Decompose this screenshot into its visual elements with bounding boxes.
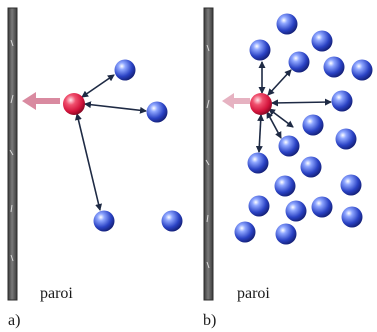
- link-arrow: [74, 113, 103, 211]
- wall-texture-a: [9, 39, 14, 262]
- resultant-force-arrow-b: [222, 93, 250, 109]
- panel-label-b: b): [203, 312, 217, 329]
- link-arrow: [255, 114, 265, 153]
- molecule: [234, 221, 256, 243]
- panel-b: [203, 7, 373, 301]
- wall-b: [203, 7, 214, 301]
- wall-texture-b: [205, 44, 210, 269]
- molecule: [247, 152, 269, 174]
- link-arrow: [268, 108, 294, 128]
- link-arrow: [271, 98, 332, 107]
- molecule: [340, 174, 362, 196]
- molecule: [275, 223, 297, 245]
- molecule: [300, 156, 322, 178]
- molecule: [302, 114, 324, 136]
- molecule: [351, 59, 373, 81]
- molecule: [311, 30, 333, 52]
- molecule: [249, 39, 271, 61]
- molecule: [341, 206, 363, 228]
- molecule: [331, 90, 353, 112]
- molecule: [278, 135, 300, 157]
- molecule: [248, 195, 270, 217]
- molecule: [288, 51, 310, 73]
- wall-label-b: paroi: [237, 285, 270, 302]
- highlighted-molecule-a: [63, 93, 85, 115]
- molecule: [311, 196, 333, 218]
- molecule: [323, 56, 345, 78]
- wall-label-a: paroi: [40, 285, 73, 302]
- molecule: [276, 13, 298, 35]
- molecule: [335, 128, 357, 150]
- molecule: [114, 59, 136, 81]
- panel-a: [7, 7, 183, 301]
- link-arrow: [267, 69, 292, 96]
- link-arrow: [84, 101, 147, 114]
- molecule: [285, 200, 307, 222]
- molecule: [93, 210, 115, 232]
- link-arrow: [81, 74, 115, 98]
- resultant-force-arrow-a: [22, 92, 60, 110]
- molecule: [146, 101, 168, 123]
- molecule: [161, 210, 183, 232]
- panel-label-a: a): [8, 312, 21, 329]
- molecule: [274, 175, 296, 197]
- highlighted-molecule-b: [250, 93, 272, 115]
